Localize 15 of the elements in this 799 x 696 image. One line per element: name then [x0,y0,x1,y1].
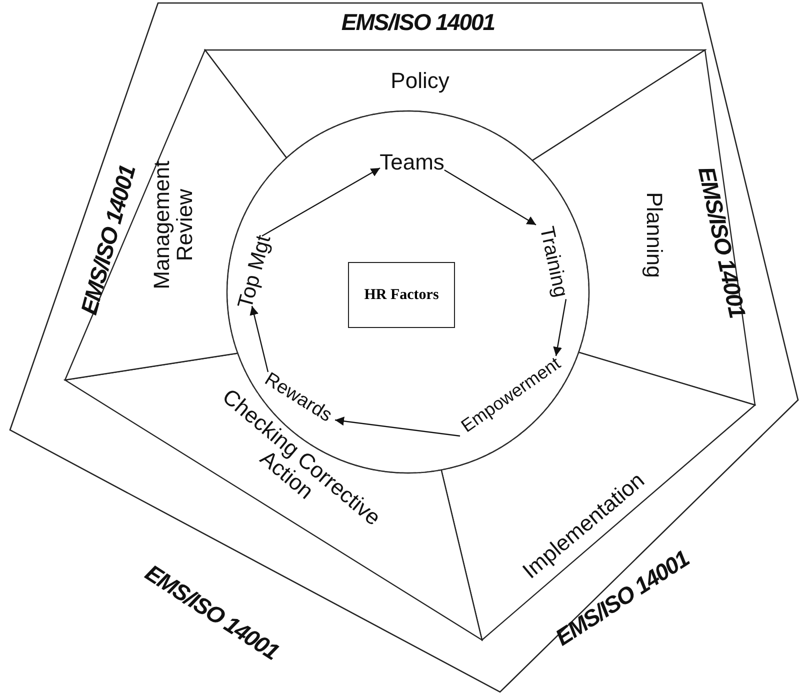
section-label: Policy [390,68,450,93]
section-label: Management Review [149,160,197,290]
standard-label: EMS/ISO 14001 [341,10,495,34]
arrow [444,169,536,226]
arrow [553,299,567,356]
arrow [334,416,460,437]
factor-label: Top Mgt [234,233,276,311]
arrow [250,306,269,372]
factor-label: Training [535,224,571,300]
standard-label: EMS/ISO 14001 [76,162,140,318]
arrow [262,167,380,237]
section-label: Planning [642,192,667,278]
factor-label: Teams [380,150,444,174]
standard-label: EMS/ISO 14001 [694,164,750,320]
hr-factors-box: HR Factors [348,262,455,328]
